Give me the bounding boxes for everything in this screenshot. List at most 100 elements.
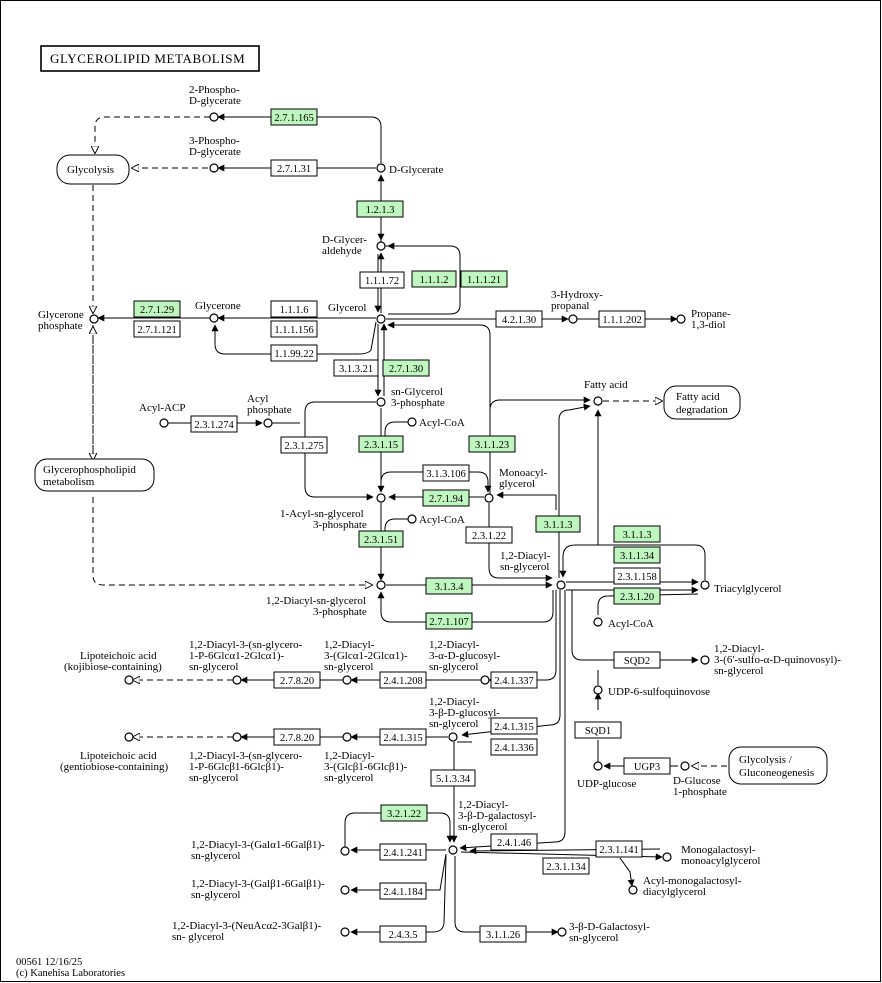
- map-link-glycerophospholipid[interactable]: Glycerophospholipid metabolism: [34, 458, 155, 492]
- enzyme-box-ec-sqd2[interactable]: SQD2: [613, 651, 661, 669]
- label-glycerone-phosphate: Glycerone: [38, 309, 84, 321]
- enzyme-box-ec-3-1-3-21[interactable]: 3.1.3.21: [333, 359, 379, 377]
- enzyme-label: 2.4.3.5: [389, 930, 418, 941]
- enzyme-box-ec-1-1-1-2[interactable]: 1.1.1.2: [411, 270, 457, 288]
- enzyme-box-ec-2-4-3-5[interactable]: 2.4.3.5: [379, 925, 427, 943]
- map-title: GLYCEROLIPID METABOLISM: [40, 45, 260, 72]
- enzyme-box-ec-3-1-3-106[interactable]: 3.1.3.106: [422, 464, 470, 482]
- enzyme-box-ec-2-4-1-336[interactable]: 2.4.1.336: [490, 738, 538, 756]
- enzyme-box-ec-2-7-1-121[interactable]: 2.7.1.121: [133, 320, 181, 338]
- svg-text:Fatty acid: Fatty acid: [676, 391, 720, 403]
- label-lta-gentio: Lipoteichoic acid: [80, 750, 157, 762]
- label-beta-glc-c: sn-glycerol: [429, 718, 478, 730]
- enzyme-box-ec-2-3-1-15[interactable]: 2.3.1.15: [358, 435, 404, 453]
- enzyme-box-ec-1-1-1-6[interactable]: 1.1.1.6: [270, 300, 318, 318]
- enzyme-label: 2.3.1.15: [364, 440, 398, 451]
- label-lta-kojibiose-b: (kojibiose-containing): [64, 661, 162, 673]
- map-link-fatty-acid-degradation[interactable]: Fatty acid degradation: [663, 385, 741, 420]
- enzyme-label: 1.1.1.21: [467, 275, 501, 286]
- enzyme-box-ec-3-1-1-3-b[interactable]: 3.1.1.3: [613, 525, 661, 543]
- label-mono-galactosyl: Monogalactosyl-: [681, 844, 756, 856]
- enzyme-label: 2.7.1.121: [137, 325, 176, 336]
- enzyme-label: 2.7.1.29: [140, 305, 174, 316]
- enzyme-box-ec-3-1-1-26[interactable]: 3.1.1.26: [479, 925, 527, 943]
- label-d-glucose-1p-b: 1-phosphate: [673, 786, 727, 798]
- enzyme-box-ec-1-1-1-21[interactable]: 1.1.1.21: [460, 270, 508, 288]
- enzyme-box-ec-2-4-1-208[interactable]: 2.4.1.208: [379, 671, 427, 689]
- enzyme-box-ec-2-4-1-315-a[interactable]: 2.4.1.315: [379, 728, 427, 746]
- enzyme-box-ec-2-3-1-134[interactable]: 2.3.1.134: [542, 857, 590, 875]
- enzyme-label: 1.1.99.22: [274, 349, 313, 360]
- enzyme-box-ec-2-3-1-274[interactable]: 2.3.1.274: [190, 415, 238, 433]
- enzyme-box-ec-1-1-1-156[interactable]: 1.1.1.156: [270, 320, 318, 338]
- enzyme-box-ec-2-7-1-29[interactable]: 2.7.1.29: [133, 300, 181, 318]
- enzyme-box-ec-2-4-1-46[interactable]: 2.4.1.46: [490, 833, 538, 851]
- enzyme-box-ec-3-2-1-22[interactable]: 3.2.1.22: [380, 804, 428, 822]
- enzyme-label: 2.4.1.241: [383, 848, 422, 859]
- enzyme-box-ec-2-7-1-31[interactable]: 2.7.1.31: [270, 159, 318, 177]
- enzyme-box-ec-2-4-1-315-b[interactable]: 2.4.1.315: [490, 717, 538, 735]
- enzyme-box-ec-1-1-1-72[interactable]: 1.1.1.72: [359, 271, 405, 289]
- enzyme-box-ec-3-1-1-23[interactable]: 3.1.1.23: [468, 435, 516, 453]
- enzyme-box-ec-2-4-1-241[interactable]: 2.4.1.241: [379, 843, 427, 861]
- enzyme-label: 2.3.1.51: [364, 535, 398, 546]
- label-d-glyceraldehyde-b: aldehyde: [322, 245, 362, 257]
- label-2-phospho: 2-Phospho-: [189, 84, 240, 96]
- label-gala-galb: 1,2-Diacyl-3-(Galα1-6Galβ1)-: [191, 839, 325, 851]
- svg-text:Glycolysis /: Glycolysis /: [739, 754, 793, 766]
- label-glc-glc-b: 3-(Glcα1-2Glcα1)-: [324, 650, 408, 662]
- enzyme-box-ec-sqd1[interactable]: SQD1: [574, 721, 622, 739]
- enzyme-box-ec-2-3-1-20[interactable]: 2.3.1.20: [613, 587, 661, 605]
- enzyme-box-ec-5-1-3-34[interactable]: 5.1.3.34: [430, 769, 476, 787]
- enzyme-box-ec-2-3-1-158[interactable]: 2.3.1.158: [613, 567, 661, 585]
- enzyme-box-ec-2-7-1-165[interactable]: 2.7.1.165: [270, 108, 318, 126]
- enzyme-label: 2.4.1.337: [494, 676, 533, 687]
- enzyme-box-ec-1-2-1-3[interactable]: 1.2.1.3: [356, 200, 404, 218]
- enzyme-box-ec-2-7-8-20-a[interactable]: 2.7.8.20: [273, 671, 321, 689]
- map-link-glycolysis-gluconeogenesis[interactable]: Glycolysis / Gluconeogenesis: [728, 746, 828, 785]
- enzyme-label: 1.1.1.202: [602, 315, 641, 326]
- label-glycero-glcb-b: 1-P-6Glcβ1-6Glcβ1)-: [189, 761, 284, 773]
- enzyme-box-ec-3-1-1-3-a[interactable]: 3.1.1.3: [535, 515, 581, 533]
- label-propanediol-b: 1,3-diol: [691, 319, 726, 331]
- enzyme-box-ec-2-4-1-184[interactable]: 2.4.1.184: [379, 882, 427, 900]
- enzyme-box-ec-2-3-1-141[interactable]: 2.3.1.141: [595, 840, 643, 858]
- label-diacyl-sn-glycerol: 1,2-Diacyl-: [500, 550, 551, 562]
- label-udp-sq: UDP-6-sulfoquinovose: [608, 686, 710, 698]
- enzyme-box-ec-3-1-3-4[interactable]: 3.1.3.4: [425, 577, 473, 595]
- label-galactosyl: 1,2-Diacyl-: [458, 799, 509, 811]
- enzyme-label: 3.1.1.34: [620, 551, 655, 562]
- label-fatty-acid: Fatty acid: [584, 379, 628, 391]
- label-lta-kojibiose: Lipoteichoic acid: [80, 650, 157, 662]
- label-glycerone: Glycerone: [195, 300, 241, 312]
- label-acyl-coa-2: Acyl-CoA: [419, 514, 465, 526]
- enzyme-box-ec-1-1-1-202[interactable]: 1.1.1.202: [598, 310, 646, 328]
- label-glcb-glcb-b: 3-(Glcβ1-6Glcβ1)-: [324, 761, 408, 773]
- enzyme-box-ec-4-2-1-30[interactable]: 4.2.1.30: [495, 310, 543, 328]
- svg-text:degradation: degradation: [676, 404, 728, 416]
- enzyme-box-ec-1-1-99-22[interactable]: 1.1.99.22: [270, 344, 318, 362]
- map-link-glycolysis[interactable]: Glycolysis: [56, 154, 130, 185]
- label-beta-glc-b: 3-β-D-glucosyl-: [429, 707, 500, 719]
- enzyme-box-ec-2-3-1-275[interactable]: 2.3.1.275: [280, 436, 328, 454]
- label-alpha-glc-c: sn-glycerol: [429, 661, 478, 673]
- enzyme-box-ec-2-7-1-94[interactable]: 2.7.1.94: [422, 489, 470, 507]
- label-d-glycerate: D-Glycerate: [389, 164, 443, 176]
- label-3-hydroxypropanal: 3-Hydroxy-: [551, 289, 603, 301]
- label-acyl-phosphate-b: phosphate: [247, 404, 292, 416]
- label-sn-g3p-b: 3-phosphate: [391, 397, 445, 409]
- enzyme-box-ec-2-4-1-337[interactable]: 2.4.1.337: [490, 671, 538, 689]
- enzyme-box-ec-2-7-1-107[interactable]: 2.7.1.107: [425, 612, 473, 630]
- enzyme-box-ec-3-1-1-34[interactable]: 3.1.1.34: [613, 546, 661, 564]
- enzyme-box-ec-2-7-1-30[interactable]: 2.7.1.30: [382, 359, 430, 377]
- enzyme-box-ec-ugp3[interactable]: UGP3: [623, 757, 671, 775]
- enzyme-label: 2.7.1.30: [389, 364, 423, 375]
- enzyme-box-ec-2-7-8-20-b[interactable]: 2.7.8.20: [273, 728, 321, 746]
- label-acyl-coa-3: Acyl-CoA: [608, 618, 654, 630]
- label-glycero-glcb-c: sn-glycerol: [189, 772, 238, 784]
- enzyme-box-ec-2-3-1-51[interactable]: 2.3.1.51: [358, 530, 404, 548]
- compound-nodes: [89, 112, 710, 937]
- enzyme-box-ec-2-3-1-22[interactable]: 2.3.1.22: [465, 526, 513, 544]
